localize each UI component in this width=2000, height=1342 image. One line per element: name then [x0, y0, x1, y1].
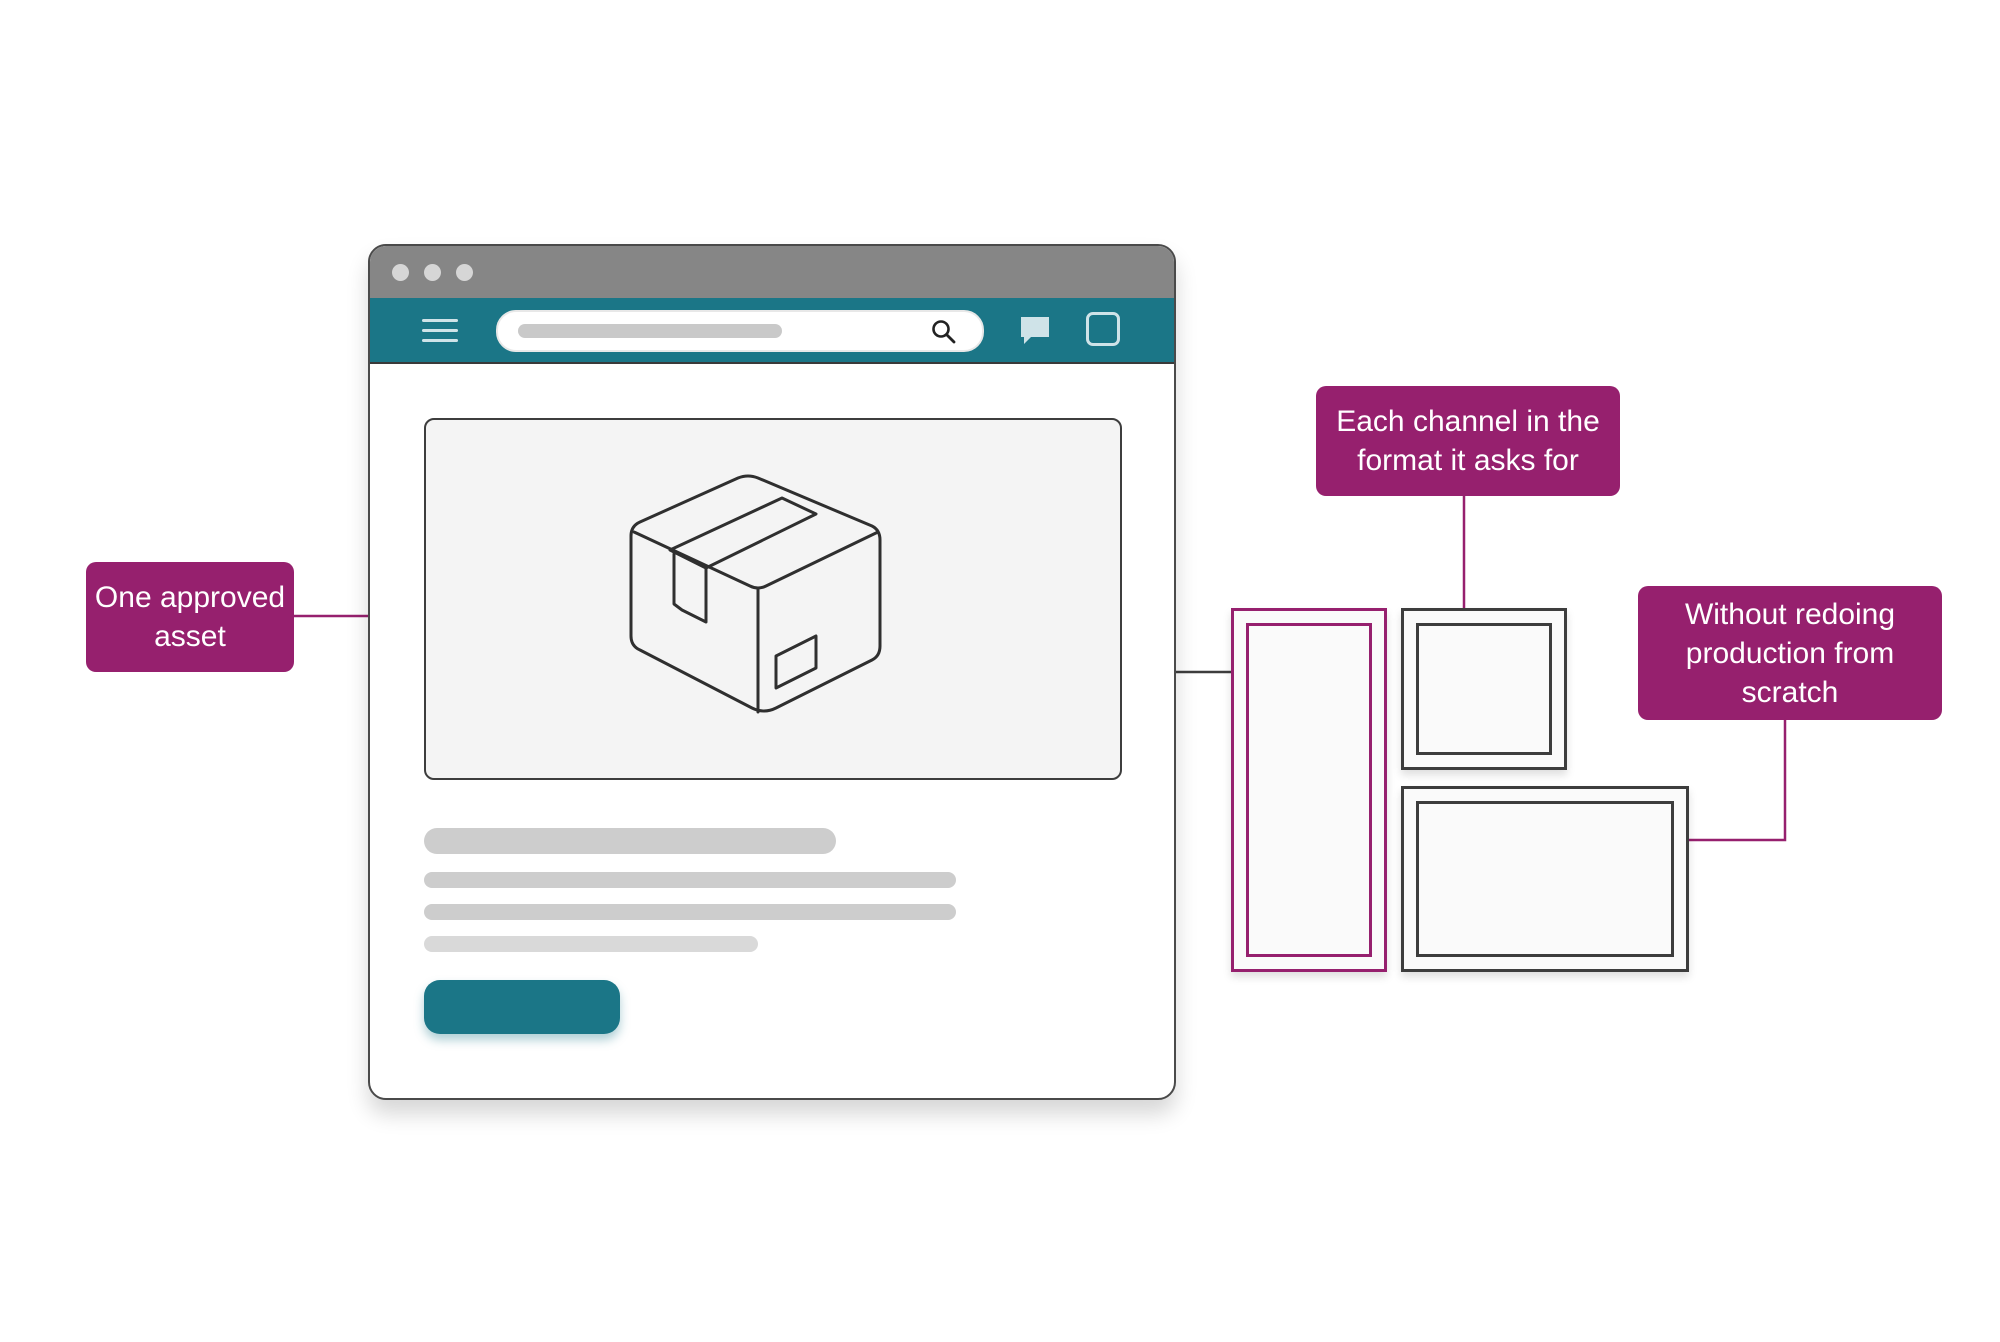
- text-skeleton-line-2: [424, 904, 956, 920]
- search-icon[interactable]: [930, 318, 958, 346]
- window-dot-1: [392, 264, 409, 281]
- square-icon[interactable]: [1086, 312, 1120, 346]
- format-tile-portrait-inner: [1246, 623, 1372, 957]
- label-channels-line-1: Each channel in the: [1336, 405, 1600, 438]
- label-production-line-3: scratch: [1741, 675, 1839, 709]
- label-production-line-2: production from: [1685, 636, 1895, 670]
- text-skeleton-line-3: [424, 936, 758, 952]
- connector-production: [1689, 716, 1787, 842]
- label-without-redoing: Without redoing production from scratch: [1638, 586, 1942, 720]
- text-skeleton-heading: [424, 828, 836, 854]
- browser-navbar: [370, 298, 1174, 364]
- label-one-approved-asset: One approved asset: [86, 562, 294, 672]
- chat-bubble-icon[interactable]: [1018, 314, 1052, 348]
- format-tile-square-inner: [1416, 623, 1552, 755]
- format-tile-landscape-inner: [1416, 801, 1674, 957]
- text-skeleton-line-1: [424, 872, 956, 888]
- window-dot-3: [456, 264, 473, 281]
- label-production-line-1: Without redoing: [1684, 597, 1896, 631]
- label-each-channel: Each channel in the format it asks for: [1316, 386, 1620, 496]
- format-tile-square: [1401, 608, 1567, 770]
- browser-window: [368, 244, 1176, 1100]
- browser-titlebar: [370, 246, 1174, 298]
- window-dot-2: [424, 264, 441, 281]
- label-asset-line-2: asset: [154, 620, 226, 653]
- package-box-icon: [629, 474, 882, 714]
- label-asset-line-1: One approved: [94, 581, 286, 614]
- search-input[interactable]: [496, 310, 984, 352]
- format-tile-portrait: [1231, 608, 1387, 972]
- format-tile-landscape: [1401, 786, 1689, 972]
- search-placeholder-skeleton: [518, 324, 782, 338]
- label-channels-line-2: format it asks for: [1357, 444, 1579, 477]
- hamburger-menu-icon[interactable]: [422, 317, 458, 345]
- hero-image-frame: [424, 418, 1122, 780]
- cta-button[interactable]: [424, 980, 620, 1034]
